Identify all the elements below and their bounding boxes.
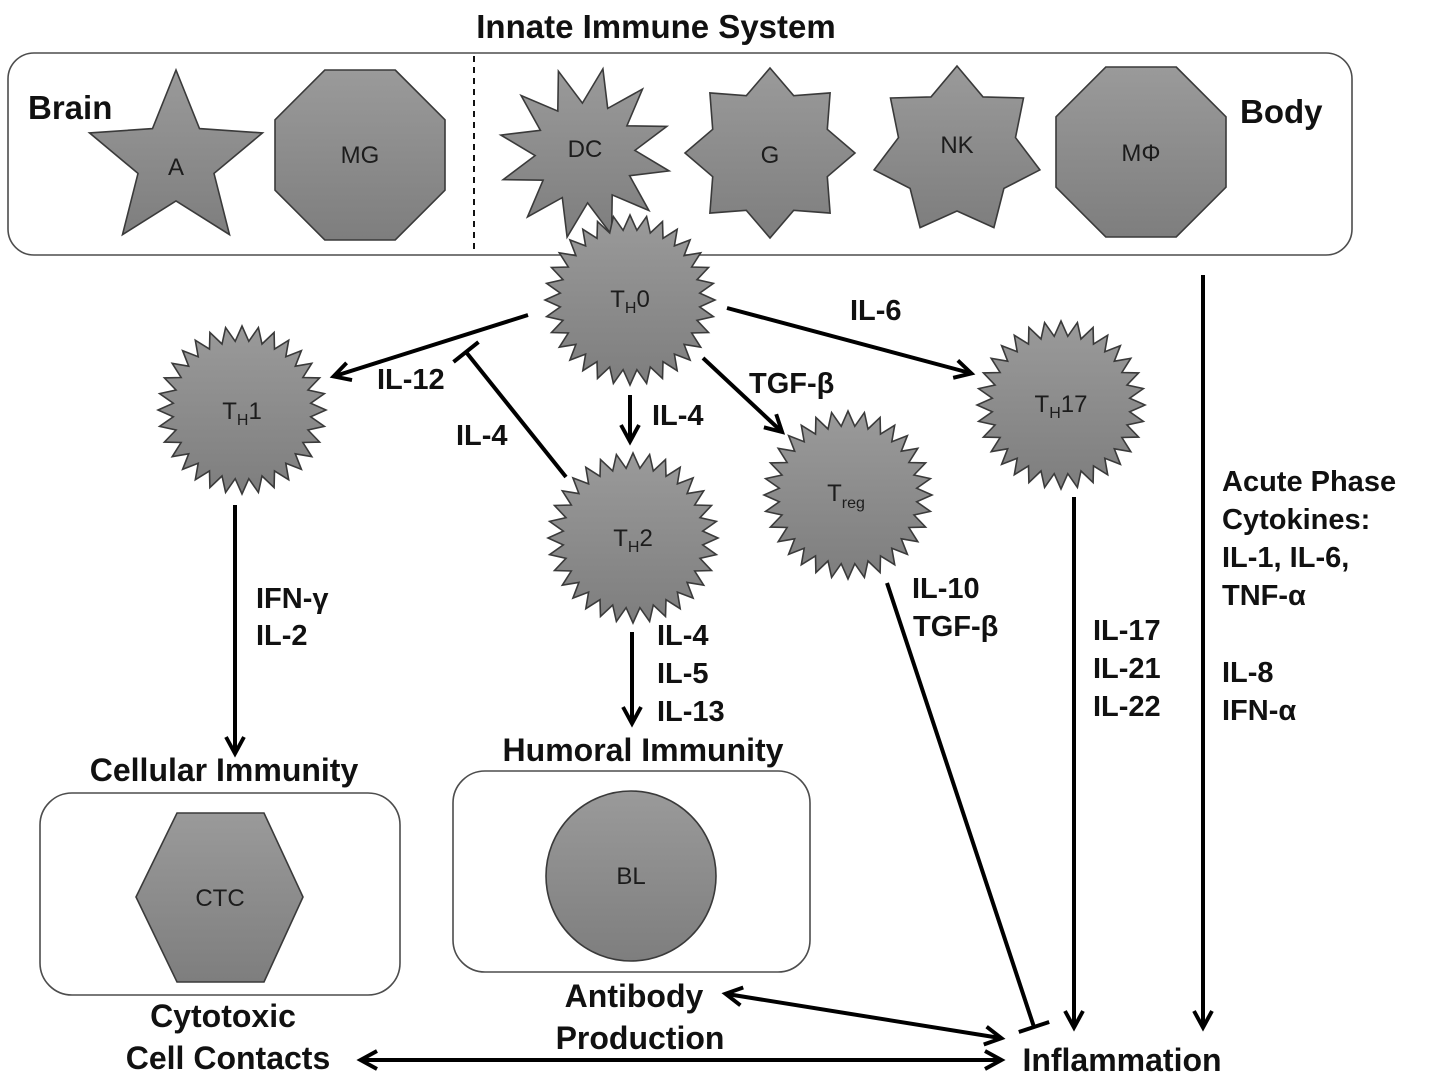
th2-tail: 2 [639,525,652,552]
other-innate-line-1: IL-8 [1222,657,1274,689]
cell-bl-circle [545,790,717,962]
cell-nk-star [872,64,1042,229]
cell-mg-octagon [274,69,446,241]
arrow-th0-to-th17 [726,306,976,380]
cell-treg-sunburst [762,409,934,581]
cell-g-star [683,66,857,240]
th0-main: T [610,286,625,313]
signal-th17-out-1: IL-17 [1093,615,1161,647]
cell-th1-label: TH1 [222,398,262,429]
cell-dc-starburst [498,66,672,240]
signal-treg-out-1: IL-10 [912,573,980,605]
other-innate-line-2: IFN-α [1222,695,1296,727]
cell-dc-label: DC [568,136,603,163]
signal-th2-inhibition: IL-4 [456,420,508,452]
humoral-immunity-title: Humoral Immunity [503,732,784,768]
humoral-immunity-box [452,770,811,973]
inflammation-label: Inflammation [1022,1042,1221,1078]
signal-th0-to-th2: IL-4 [652,400,704,432]
cell-th0-label: TH0 [610,286,650,317]
cell-ctc-label: CTC [195,885,244,912]
th17-sub: H [1049,405,1061,422]
th2-sub: H [628,539,640,556]
treg-sub: reg [842,495,865,512]
acute-phase-line-1: Acute Phase [1222,466,1396,498]
treg-main: T [827,480,842,507]
acute-phase-line-4: TNF-α [1222,580,1306,612]
inhibition-th2-il4 [452,340,568,479]
humoral-effect-line-2: Production [556,1020,725,1056]
cell-a-star [87,67,265,237]
th0-tail: 0 [636,286,649,313]
th1-main: T [222,398,237,425]
th17-main: T [1035,391,1050,418]
signal-th2-out-3: IL-13 [657,696,725,728]
signal-th17-out-2: IL-21 [1093,653,1161,685]
signal-th0-to-th17: IL-6 [850,295,902,327]
signal-th0-to-th1: IL-12 [377,364,445,396]
cell-th2-sunburst [546,451,720,625]
cell-g-label: G [761,142,780,169]
arrow-th0-to-treg [701,356,786,435]
acute-phase-line-2: Cytokines: [1222,504,1370,536]
cellular-immunity-title: Cellular Immunity [90,752,359,788]
double-arrow-antibody-inflammation [721,985,1006,1047]
signal-th2-out-1: IL-4 [657,620,709,652]
body-label: Body [1240,93,1323,130]
cell-th0-sunburst [543,213,717,387]
cell-ctc-hexagon [135,812,304,983]
cell-a-label: A [168,154,184,181]
cellular-effect-line-1: Cytotoxic [150,998,296,1034]
inhibition-treg-to-inflammation [885,582,1050,1034]
cell-nk-label: NK [940,132,973,159]
cell-th2-label: TH2 [613,525,653,556]
cell-mg-label: MG [341,142,380,169]
signal-treg-out-2: TGF-β [913,611,998,643]
th0-sub: H [625,300,637,317]
signal-th0-to-treg: TGF-β [749,368,834,400]
th2-main: T [613,525,628,552]
cellular-immunity-box [39,792,401,996]
signal-th17-out-3: IL-22 [1093,691,1161,723]
diagram-title: Innate Immune System [476,8,835,45]
th17-tail: 17 [1061,391,1088,418]
signal-th1-out-2: IL-2 [256,620,308,652]
signal-th2-out-2: IL-5 [657,658,709,690]
cell-treg-label: Treg [827,480,865,512]
cell-bl-label: BL [616,863,645,890]
cell-mphi-label: MΦ [1121,140,1160,167]
th1-sub: H [237,412,249,429]
acute-phase-line-3: IL-1, IL-6, [1222,542,1349,574]
humoral-effect-line-1: Antibody [565,978,704,1014]
cell-mphi-octagon [1055,66,1227,238]
signal-th1-out-1: IFN-γ [256,583,329,615]
th1-tail: 1 [248,398,261,425]
arrow-th0-to-th1 [329,313,529,382]
cell-th17-sunburst [975,319,1147,491]
brain-label: Brain [28,89,112,126]
cell-th1-sunburst [156,324,328,496]
cell-th17-label: TH17 [1035,391,1088,422]
cellular-effect-line-2: Cell Contacts [126,1040,330,1076]
